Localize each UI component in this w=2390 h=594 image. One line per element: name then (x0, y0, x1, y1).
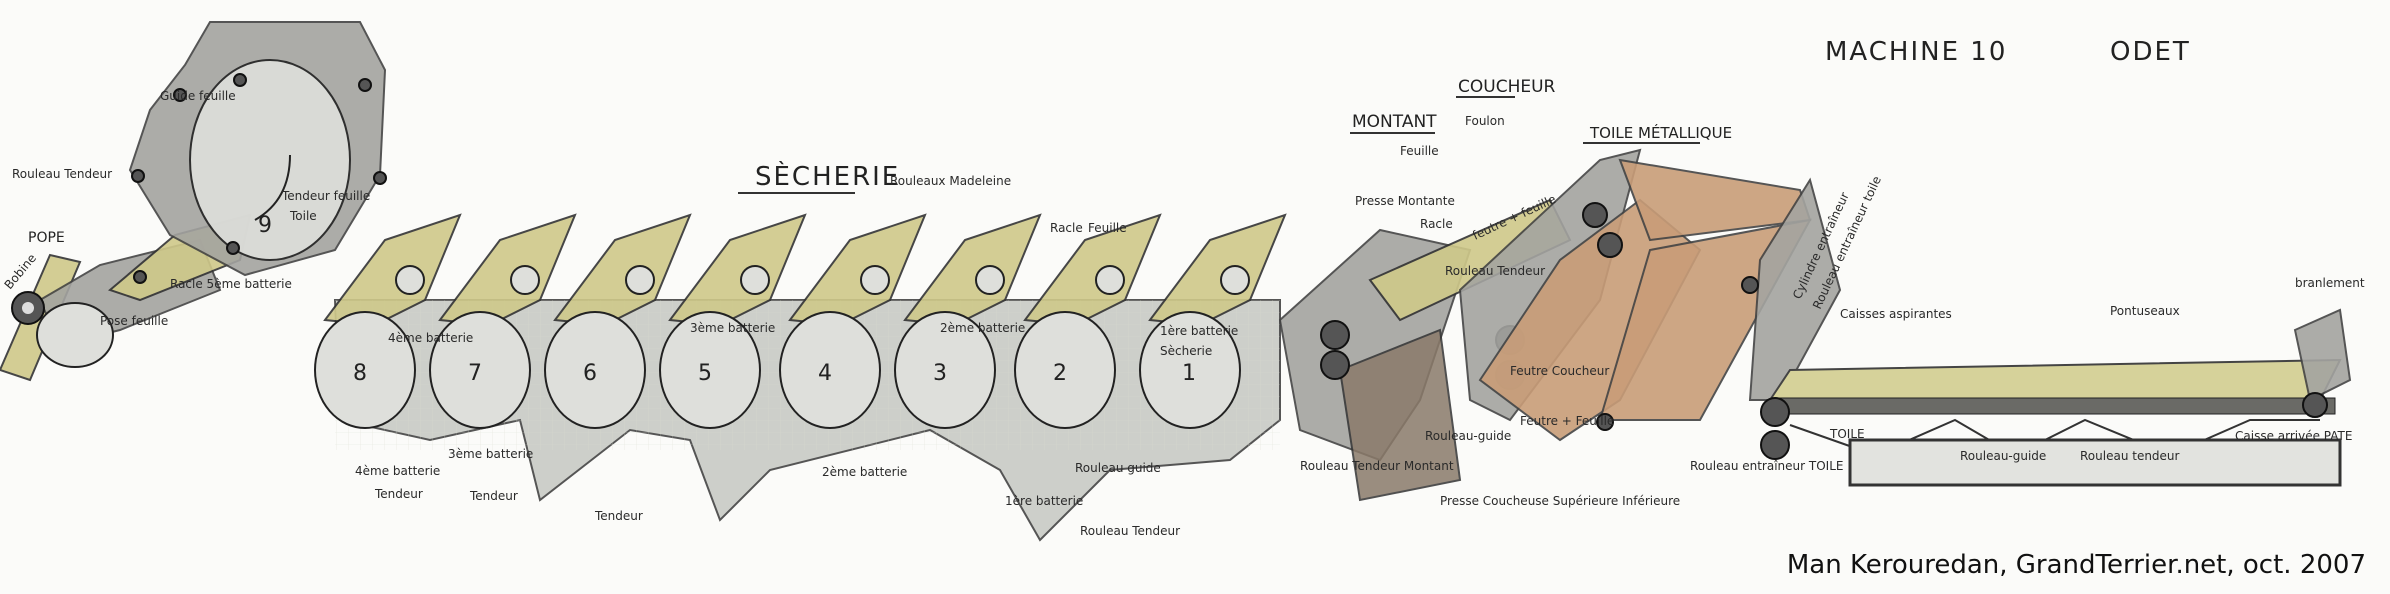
label-foulon: Foulon (1465, 114, 1505, 128)
label-rouleaux-madeleine: Rouleaux Madeleine (890, 174, 1011, 188)
label-cyl-bat-3: 3ème batterie (690, 321, 775, 335)
label-tendeur-c: Tendeur (594, 509, 643, 523)
cylinder-1: 1 (1139, 311, 1241, 429)
label-secherie-small: Sècherie (1160, 344, 1212, 358)
svg-text:3: 3 (933, 361, 947, 386)
label-racle-batterie: Racle 5ème batterie (170, 277, 292, 291)
svg-text:7: 7 (468, 361, 482, 386)
cylinder-number: 9 (258, 213, 272, 238)
label-rouleau-tendeur-montant: Rouleau Tendeur Montant (1300, 459, 1454, 473)
label-bobine: Bobine (2, 251, 39, 292)
label-caisse-arrivee: Caisse arrivée PATE (2235, 429, 2352, 443)
cylinder-5: 5 (659, 311, 761, 429)
svg-text:6: 6 (583, 361, 597, 386)
svg-text:2: 2 (1053, 361, 1067, 386)
label-presse-montante: Presse Montante (1355, 194, 1455, 208)
couch-section (1458, 148, 1842, 442)
label-cyl-bat-2: 2ème batterie (940, 321, 1025, 335)
label-racle: Racle (1050, 221, 1083, 235)
label-feuille-2: Feuille (1400, 144, 1439, 158)
montant-heading: MONTANT (1352, 112, 1437, 132)
wire-table (1760, 308, 2352, 487)
secherie-heading: SÈCHERIE (755, 160, 900, 192)
label-feutre-feuille-2: Feutre + Feuille (1520, 414, 1614, 428)
site-title: ODET (2110, 37, 2191, 67)
label-toile-bas: TOILE (1829, 427, 1865, 441)
madeleine-roll (860, 265, 890, 295)
label-rouleau-entraineur-toile: Rouleau entraîneur TOILE (1690, 459, 1843, 473)
svg-text:5: 5 (698, 361, 712, 386)
label-presse-coucheuse: Presse Coucheuse Supérieure Inférieure (1440, 494, 1680, 508)
cylinder-2: 2 (1014, 311, 1116, 429)
madeleine-roll (625, 265, 655, 295)
drying-cylinders: 8 7 6 5 4 3 2 1 (314, 311, 1241, 429)
pope-heading: POPE (28, 230, 65, 246)
label-batterie-2: 2ème batterie (822, 465, 907, 479)
madeleine-roll (395, 265, 425, 295)
svg-text:8: 8 (353, 361, 367, 386)
madeleine-roll (1220, 265, 1250, 295)
label-guide-feuille: Guide feuille (160, 89, 236, 103)
label-tendeur-b: Tendeur (469, 489, 518, 503)
label-racle-2: Racle (1420, 217, 1453, 231)
label-rouleau-tendeur-t: Rouleau tendeur (2080, 449, 2180, 463)
label-batterie-4: 4ème batterie (355, 464, 440, 478)
label-rouleau-guide: Rouleau guide (1075, 461, 1161, 475)
annotations: Rouleau Tendeur Guide feuille Tendeur fe… (2, 89, 2365, 538)
label-rouleau-guide-t: Rouleau-guide (1960, 449, 2046, 463)
label-rouleau-guide-c: Rouleau-guide (1425, 429, 1511, 443)
label-cyl-bat-1: 1ère batterie (1160, 324, 1238, 338)
svg-text:1: 1 (1182, 361, 1196, 386)
cylinder-3: 3 (894, 311, 996, 429)
label-toile: Toile (289, 209, 317, 223)
label-batterie-3: 3ème batterie (448, 447, 533, 461)
cylinder-7: 7 (429, 311, 531, 429)
label-feutre-coucheur: Feutre Coucheur (1510, 364, 1609, 378)
label-caisses-aspirantes: Caisses aspirantes (1840, 307, 1952, 321)
label-tendeur-a: Tendeur (374, 487, 423, 501)
madeleine-roll (510, 265, 540, 295)
label-rouleau-tendeur: Rouleau Tendeur (12, 167, 112, 181)
label-rouleau-tendeur-bas: Rouleau Tendeur (1080, 524, 1180, 538)
yankee-cylinder-9: 9 (128, 21, 387, 284)
label-branlement: branlement (2295, 276, 2365, 290)
credit-line: Man Kerouredan, GrandTerrier.net, oct. 2… (1786, 550, 2366, 580)
cylinder-4: 4 (779, 311, 881, 429)
label-cyl-bat-4: 4ème batterie (388, 331, 473, 345)
toile-metallique-heading: TOILE MÉTALLIQUE (1589, 123, 1732, 142)
label-feuille-1: Feuille (1088, 221, 1127, 235)
coucheur-heading: COUCHEUR (1458, 77, 1556, 97)
cylinder-8: 8 (314, 311, 416, 429)
svg-text:4: 4 (818, 361, 832, 386)
cylinder-6: 6 (544, 311, 646, 429)
madeleine-roll (740, 265, 770, 295)
label-batterie-1: 1ère batterie (1005, 494, 1083, 508)
machine-title: MACHINE 10 (1825, 37, 2007, 67)
label-rouleau-tendeur-c: Rouleau Tendeur (1445, 264, 1545, 278)
label-tendeur-feuille: Tendeur feuille (281, 189, 370, 203)
label-pontuseaux: Pontuseaux (2110, 304, 2180, 318)
madeleine-roll (1095, 265, 1125, 295)
madeleine-roll (975, 265, 1005, 295)
label-pose-feuille: Pose feuille (100, 314, 168, 328)
